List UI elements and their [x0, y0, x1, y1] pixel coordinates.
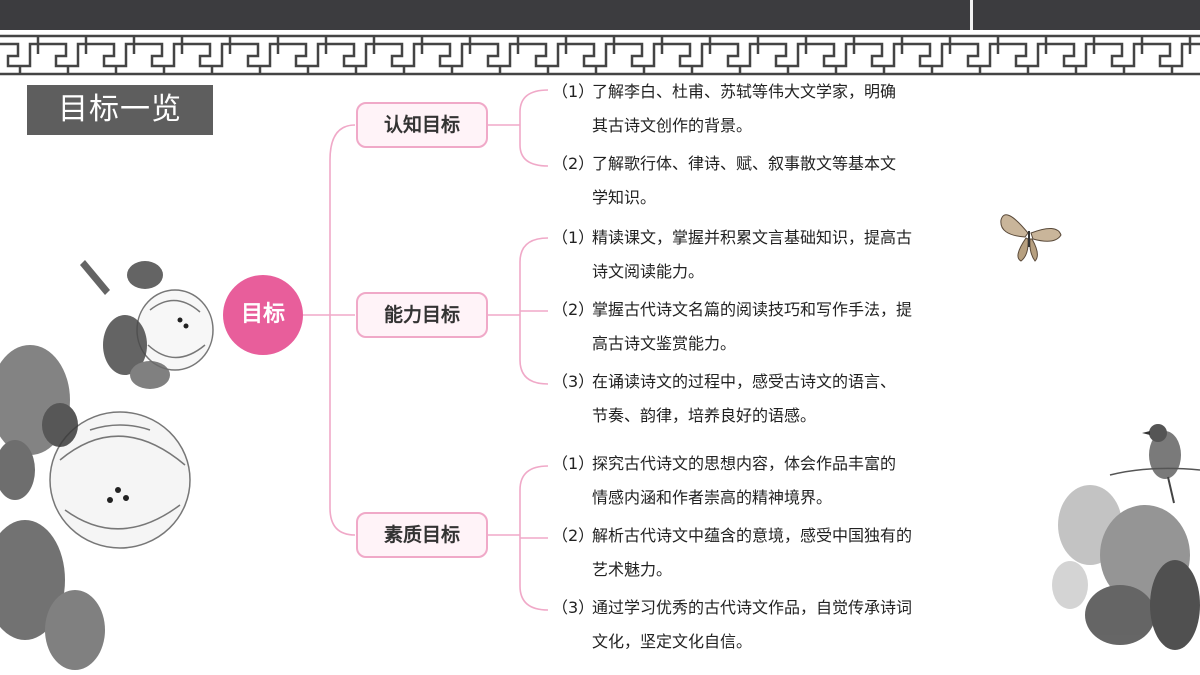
root-node: 目标 — [223, 275, 303, 355]
goal-item: （1）探究古代诗文的思想内容，体会作品丰富的 情感内涵和作者崇高的精神境界。 — [552, 447, 982, 515]
item-text-continued: 诗文阅读能力。 — [592, 262, 705, 281]
item-text: 掌握古代诗文名篇的阅读技巧和写作手法，提 — [592, 300, 913, 319]
branch-node-cognitive: 认知目标 — [356, 102, 488, 148]
item-text-continued: 节奏、韵律，培养良好的语感。 — [592, 406, 817, 425]
item-number: （2） — [552, 154, 595, 173]
goal-item: （3）在诵读诗文的过程中，感受古诗文的语言、 节奏、韵律，培养良好的语感。 — [552, 365, 982, 433]
item-text-continued: 情感内涵和作者崇高的精神境界。 — [592, 488, 833, 507]
top-bar-divider — [970, 0, 973, 30]
item-text: 了解李白、杜甫、苏轼等伟大文学家，明确 — [592, 82, 897, 101]
goal-item: （2）了解歌行体、律诗、赋、叙事散文等基本文 学知识。 — [552, 147, 982, 215]
item-number: （1） — [552, 82, 595, 101]
item-text: 在诵读诗文的过程中，感受古诗文的语言、 — [592, 372, 897, 391]
item-number: （2） — [552, 300, 595, 319]
goal-item: （1）精读课文，掌握并积累文言基础知识，提高古 诗文阅读能力。 — [552, 221, 982, 289]
goal-item: （2）掌握古代诗文名篇的阅读技巧和写作手法，提 高古诗文鉴赏能力。 — [552, 293, 982, 361]
bird-icon — [1142, 424, 1181, 504]
item-number: （1） — [552, 228, 595, 247]
ink-flower-left — [0, 260, 214, 670]
item-text-continued: 学知识。 — [592, 188, 657, 207]
ink-flower-right — [1052, 424, 1200, 650]
goal-item: （1）了解李白、杜甫、苏轼等伟大文学家，明确 其古诗文创作的背景。 — [552, 75, 982, 143]
butterfly-icon — [1000, 214, 1062, 262]
item-number: （3） — [552, 372, 595, 391]
branch-node-ability: 能力目标 — [356, 292, 488, 338]
item-text: 精读课文，掌握并积累文言基础知识，提高古 — [592, 228, 913, 247]
item-text: 通过学习优秀的古代诗文作品，自觉传承诗词 — [592, 598, 913, 617]
item-text: 了解歌行体、律诗、赋、叙事散文等基本文 — [592, 154, 897, 173]
goal-item: （3）通过学习优秀的古代诗文作品，自觉传承诗词 文化，坚定文化自信。 — [552, 591, 982, 659]
item-number: （3） — [552, 598, 595, 617]
top-bar — [0, 0, 1200, 30]
page-title: 目标一览 — [27, 85, 213, 135]
item-number: （1） — [552, 454, 595, 473]
item-text-continued: 艺术魅力。 — [592, 560, 673, 579]
item-number: （2） — [552, 526, 595, 545]
item-text-continued: 其古诗文创作的背景。 — [592, 116, 753, 135]
item-text-continued: 高古诗文鉴赏能力。 — [592, 334, 737, 353]
lattice-border — [0, 34, 1200, 76]
item-text: 探究古代诗文的思想内容，体会作品丰富的 — [592, 454, 897, 473]
goal-item: （2）解析古代诗文中蕴含的意境，感受中国独有的 艺术魅力。 — [552, 519, 982, 587]
item-text: 解析古代诗文中蕴含的意境，感受中国独有的 — [592, 526, 913, 545]
branch-node-quality: 素质目标 — [356, 512, 488, 558]
item-text-continued: 文化，坚定文化自信。 — [592, 632, 753, 651]
